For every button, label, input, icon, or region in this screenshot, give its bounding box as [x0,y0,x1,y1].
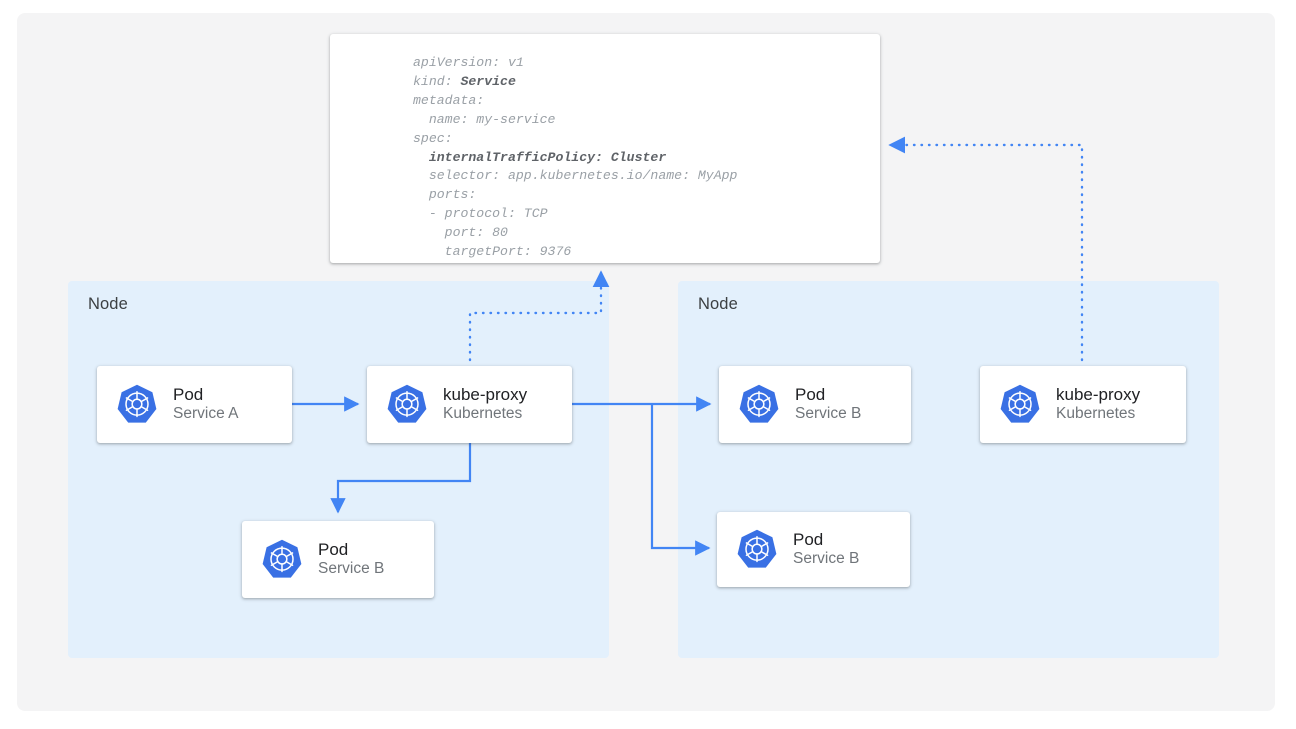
card-pod-service-b-right-bottom[interactable]: Pod Service B [717,512,910,587]
card-pod-service-a[interactable]: Pod Service A [97,366,292,443]
kubernetes-logo-icon [737,529,777,568]
card-title: kube-proxy [443,384,528,404]
card-title: Pod [173,384,204,404]
card-subtitle: Kubernetes [443,405,523,423]
card-subtitle: Service A [173,405,239,423]
card-kube-proxy-left[interactable]: kube-proxy Kubernetes [367,366,572,443]
card-title: kube-proxy [1056,384,1141,404]
kubernetes-logo-icon [387,384,427,423]
node-panel-right: Node [678,281,1219,658]
card-title: Pod [318,539,349,559]
kubernetes-logo-icon [739,384,779,423]
kubernetes-logo-icon [1000,384,1040,423]
node-label-left: Node [88,295,128,313]
card-subtitle: Kubernetes [1056,405,1136,423]
card-kube-proxy-right[interactable]: kube-proxy Kubernetes [980,366,1186,443]
card-subtitle: Service B [795,405,862,423]
node-label-right: Node [698,295,738,313]
node-panel-left: Node [68,281,609,658]
card-pod-service-b-right-top[interactable]: Pod Service B [719,366,911,443]
card-pod-service-b-left[interactable]: Pod Service B [242,521,434,598]
card-title: Pod [795,384,826,404]
card-title: Pod [793,529,824,549]
card-subtitle: Service B [793,550,860,568]
card-subtitle: Service B [318,560,385,578]
kubernetes-logo-icon [117,384,157,423]
kubernetes-logo-icon [262,539,302,578]
service-manifest-card: apiVersion: v1 kind: Service metadata: n… [330,34,880,263]
service-manifest-code: apiVersion: v1 kind: Service metadata: n… [413,55,738,260]
